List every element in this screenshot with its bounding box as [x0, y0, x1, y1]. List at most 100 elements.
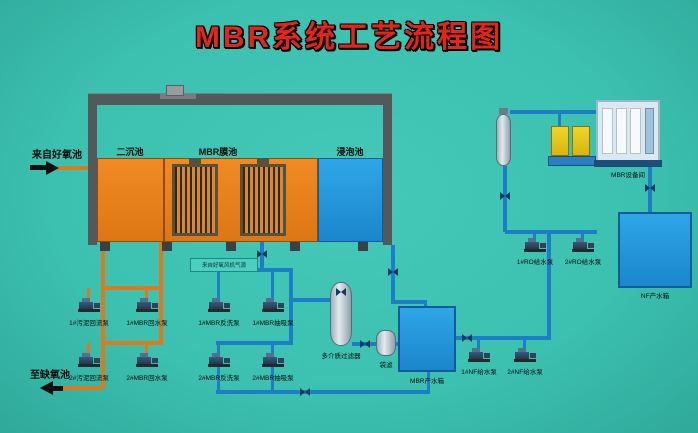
pump-label: 2#MBR反洗泵: [198, 375, 240, 382]
membrane-module-1: [172, 158, 218, 236]
pump-label: 1#MBR回水泵: [126, 320, 168, 327]
ro-skid-cabinet: [596, 100, 660, 162]
pipe-segment: [271, 270, 274, 298]
pipe-segment: [271, 367, 274, 392]
valve-icon: [645, 184, 655, 192]
pump-label: 1#NF给水泵: [461, 369, 497, 376]
pipe-segment: [101, 341, 163, 345]
tank-leg: [290, 242, 300, 251]
inlet-arrow-icon: [46, 161, 59, 175]
pump-label: 2#NF给水泵: [507, 369, 543, 376]
pump-label: 2#MBR回水泵: [126, 375, 168, 382]
pipe-segment: [391, 300, 427, 304]
pipe-segment: [427, 372, 430, 392]
from-aerobic-label: 来自好氧池: [32, 150, 82, 161]
ro-skid-panel: [602, 108, 613, 154]
soak-tank: [318, 158, 383, 242]
tank-frame-left-column: [88, 93, 97, 245]
page-title: MBR系统工艺流程图: [194, 21, 504, 54]
ro-skid-side-panel: [645, 108, 654, 154]
pump-label: 1#污泥回流泵: [69, 320, 109, 327]
pump-label: 1#MBR抽吸泵: [252, 320, 294, 327]
pipe-segment: [217, 343, 220, 353]
tank-leg: [162, 242, 172, 251]
pipe-segment: [271, 343, 274, 353]
pump-suction-2-icon: [262, 353, 284, 367]
inlet-arrow-tail: [30, 165, 46, 170]
pipe-segment: [87, 288, 90, 298]
valve-icon: [388, 268, 398, 276]
pipe-segment: [145, 288, 148, 298]
valve-icon: [360, 340, 370, 348]
pump-suction-1-icon: [262, 298, 284, 312]
bag-filter-label: 袋滤: [379, 362, 393, 369]
pipe-segment: [477, 340, 480, 350]
pipe-segment: [58, 166, 97, 170]
pipe-segment: [159, 242, 163, 345]
pump-backwash-1-icon: [208, 298, 230, 312]
bag-filter-vessel: [376, 330, 396, 356]
to-anoxic-label: 至缺氧池: [30, 370, 70, 381]
membrane-module-2: [240, 158, 286, 236]
pump-sludge-return-2-icon: [78, 353, 100, 367]
tank-leg: [226, 242, 236, 251]
pipe-segment: [558, 112, 561, 126]
pipe-segment: [533, 234, 536, 240]
pump-mbr-return-1-icon: [136, 298, 158, 312]
mbr-tank-label: MBR膜池: [198, 147, 238, 157]
ro-membrane-vessel: [496, 114, 511, 166]
pipe-segment: [289, 268, 293, 345]
soak-tank-label: 浸泡池: [336, 147, 364, 157]
valve-icon: [462, 334, 472, 342]
ro-skid-panel: [630, 108, 641, 154]
multi-media-filter-vessel: [330, 282, 352, 346]
pipe-segment: [56, 386, 103, 390]
pipe-segment: [505, 230, 597, 234]
pipe-segment: [581, 234, 584, 240]
pipe-segment: [145, 343, 148, 353]
roof-hoist-trolley: [166, 85, 184, 96]
pipe-segment: [547, 232, 551, 340]
pump-sludge-return-1-icon: [78, 298, 100, 312]
pump-ro-feed-2-icon: [572, 238, 594, 252]
pump-label: 2#污泥回流泵: [69, 375, 109, 382]
mbr-product-water-tank: [398, 306, 456, 372]
tank-frame-right-column: [383, 93, 392, 245]
pipe-segment: [217, 367, 220, 392]
outlet-arrow-tail: [53, 386, 63, 391]
pipe-segment: [101, 242, 105, 388]
ro-skid-panel: [616, 108, 627, 154]
pipe-segment: [216, 341, 292, 345]
pipe-segment: [87, 343, 90, 353]
secondary-sedimentation-tank: [97, 158, 164, 242]
pipe-segment: [217, 270, 220, 298]
pipe-segment: [216, 390, 430, 394]
pipe-segment: [424, 300, 427, 308]
outlet-arrow-icon: [40, 381, 53, 395]
dosing-tank-1: [551, 126, 569, 156]
valve-icon: [257, 250, 267, 258]
tank-leg: [100, 242, 110, 251]
pump-mbr-return-2-icon: [136, 353, 158, 367]
tank-leg: [358, 242, 368, 251]
mbr-product-tank-label: MBR产水箱: [410, 378, 444, 385]
pump-ro-feed-1-icon: [524, 238, 546, 252]
secondary-tank-label: 二沉池: [116, 147, 144, 157]
roof-hoist-rail: [160, 94, 196, 99]
pipe-segment: [101, 286, 163, 290]
pipe-segment: [510, 110, 600, 114]
multi-media-filter-label: 多介质过滤器: [321, 353, 361, 360]
pipe-segment: [456, 336, 550, 340]
valve-icon: [500, 192, 510, 200]
nf-product-tank-label: NF产水箱: [640, 293, 670, 300]
pump-label: 2#MBR抽吸泵: [252, 375, 294, 382]
pump-nf-feed-2-icon: [514, 348, 536, 362]
pump-label: 2#RO给水泵: [564, 259, 602, 266]
pipe-segment: [289, 298, 343, 302]
ro-vessel-cap: [499, 108, 508, 114]
ro-skid-base: [594, 160, 662, 167]
pump-label: 1#RO给水泵: [516, 259, 554, 266]
dosing-tank-platform: [548, 156, 596, 166]
dosing-tank-2: [572, 126, 590, 156]
